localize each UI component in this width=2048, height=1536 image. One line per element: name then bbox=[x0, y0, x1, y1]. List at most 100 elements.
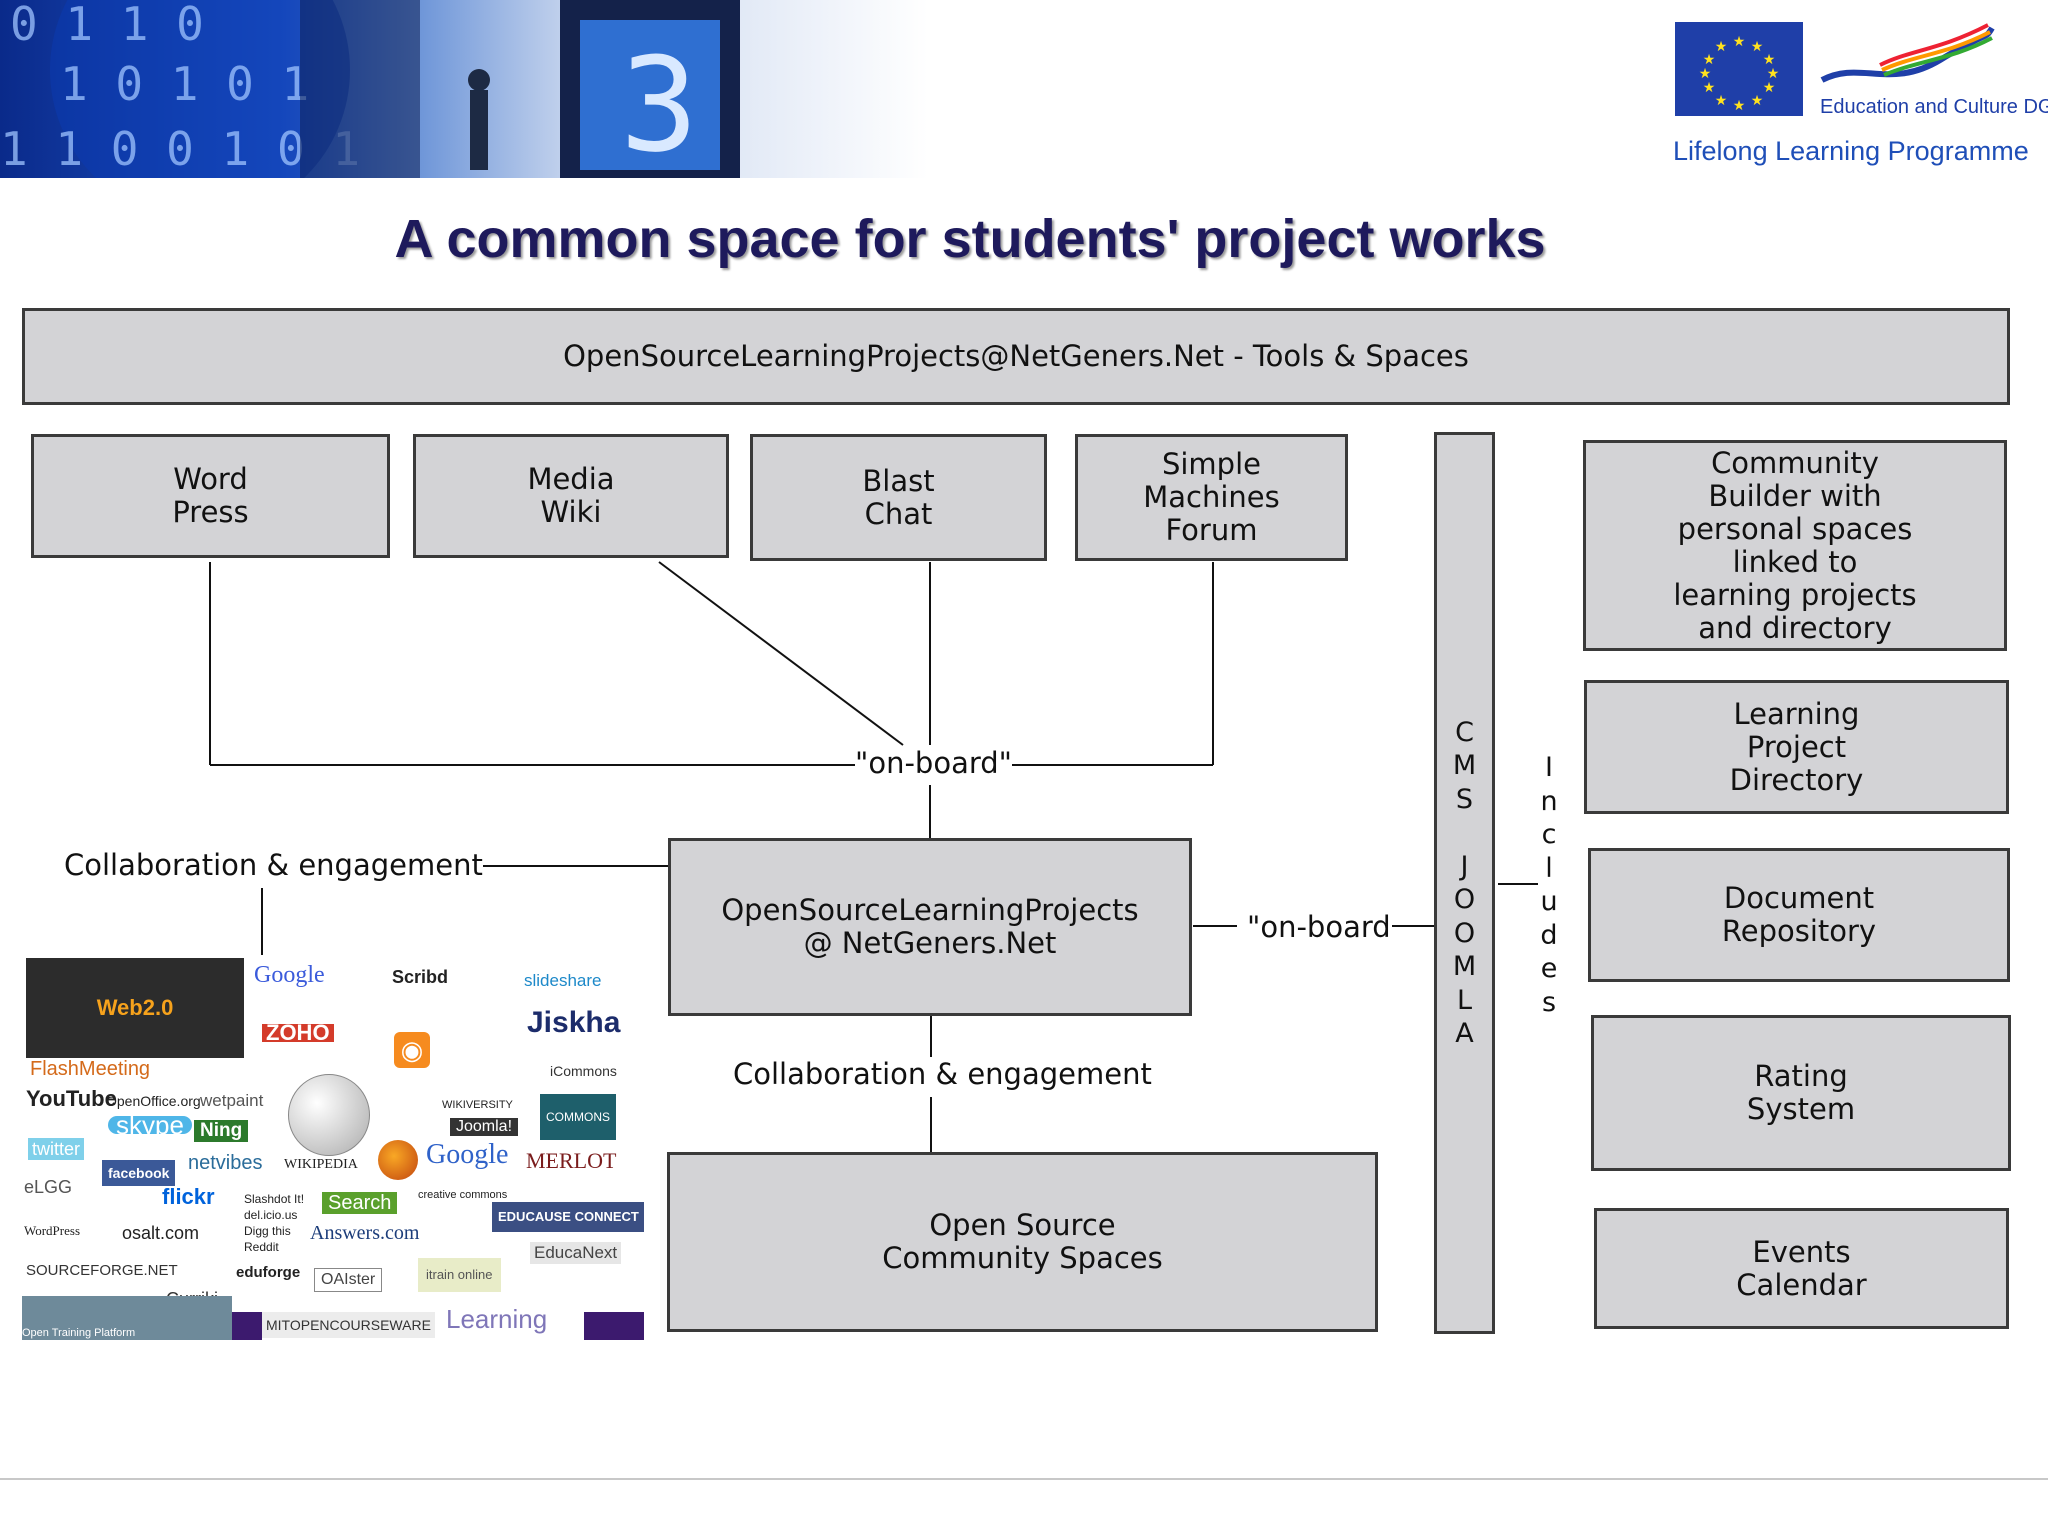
document-repository-label: Document Repository bbox=[1721, 881, 1877, 948]
open-training-platform-logo: Open Training Platform bbox=[22, 1296, 232, 1340]
events-calendar-label: Events Calendar bbox=[1736, 1234, 1867, 1302]
learning-project-directory-box: Learning Project Directory bbox=[1584, 680, 2009, 814]
rating-system-label: Rating System bbox=[1746, 1059, 1856, 1126]
footer-divider bbox=[0, 1478, 2048, 1480]
svg-text:0 1 1 0: 0 1 1 0 bbox=[10, 0, 204, 51]
wordpress-logo: WordPress bbox=[24, 1223, 81, 1238]
blastchat-label: Blast Chat bbox=[862, 463, 935, 531]
slashdot-logo: Slashdot It! bbox=[244, 1192, 305, 1206]
twitter-logo: twitter bbox=[28, 1138, 85, 1160]
eu-flag-logo: ★★★ ★★★ ★★★ ★★★ bbox=[1675, 22, 1803, 116]
blastchat-box: Blast Chat bbox=[750, 434, 1047, 561]
svg-text:★: ★ bbox=[1715, 39, 1728, 55]
itrain-logo: itrain online bbox=[418, 1258, 501, 1292]
educause-logo: EDUCAUSE CONNECT bbox=[492, 1202, 644, 1232]
svg-text:★: ★ bbox=[1751, 93, 1764, 109]
creative-commons-logo: creative commons bbox=[418, 1189, 508, 1201]
answers-logo: Answers.com bbox=[310, 1222, 420, 1244]
svg-text:★: ★ bbox=[1715, 93, 1728, 109]
youtube-logo: YouTube bbox=[26, 1086, 117, 1111]
purple-strip-right bbox=[584, 1312, 644, 1340]
rss-icon: ◉ bbox=[394, 1032, 430, 1068]
digg-logo: Digg this bbox=[244, 1224, 291, 1238]
slideshare-logo: slideshare bbox=[524, 971, 602, 990]
onboard-label: "on-board" bbox=[855, 746, 1013, 780]
tools-spaces-label: OpenSourceLearningProjects@NetGeners.Net… bbox=[563, 339, 1469, 373]
cms-joomla-label: C M S J O O M L A bbox=[1452, 716, 1477, 1050]
learning-project-directory-label: Learning Project Directory bbox=[1729, 696, 1864, 797]
events-calendar-box: Events Calendar bbox=[1594, 1208, 2009, 1329]
flickr-logo: flickr bbox=[162, 1184, 215, 1209]
wikipedia-globe-icon bbox=[288, 1074, 370, 1156]
wikiversity-logo: WIKIVERSITY bbox=[442, 1099, 513, 1111]
cc-search-logo: Search bbox=[322, 1192, 398, 1214]
netvibes-logo: netvibes bbox=[188, 1152, 263, 1174]
community-spaces-label: Open Source Community Spaces bbox=[882, 1208, 1163, 1275]
educanext-logo: EducaNext bbox=[530, 1242, 622, 1264]
ocw-commons-logo: COMMONS bbox=[540, 1094, 616, 1140]
rating-system-box: Rating System bbox=[1591, 1015, 2011, 1171]
joomla-logo: Joomla! bbox=[450, 1118, 519, 1136]
google-logo-2: Google bbox=[426, 1139, 509, 1170]
web20-text: Web2.0 bbox=[96, 995, 174, 1020]
wikipedia-logo: WIKIPEDIA bbox=[284, 1157, 358, 1172]
icommons-logo: iCommons bbox=[550, 1063, 617, 1079]
oaister-logo: OAIster bbox=[314, 1268, 383, 1292]
document-repository-box: Document Repository bbox=[1588, 848, 2010, 982]
svg-text:3: 3 bbox=[620, 29, 698, 178]
ning-logo: Ning bbox=[194, 1120, 249, 1142]
osalt-logo: osalt.com bbox=[122, 1223, 200, 1243]
onboard-right-label: "on-board bbox=[1247, 910, 1391, 944]
programme-label: Lifelong Learning Programme bbox=[1673, 136, 2029, 166]
svg-text:★: ★ bbox=[1733, 34, 1746, 50]
header-banner-image: 0 1 1 0 1 0 1 0 1 1 1 0 0 1 0 1 3 bbox=[0, 0, 928, 178]
dg-swoosh-logo bbox=[1820, 20, 1995, 100]
wordpress-box: Word Press bbox=[31, 434, 390, 558]
netgeners-center-label: OpenSourceLearningProjects @ NetGeners.N… bbox=[721, 893, 1139, 960]
mediawiki-label: Media Wiki bbox=[527, 462, 615, 529]
tools-spaces-bar: OpenSourceLearningProjects@NetGeners.Net… bbox=[22, 308, 2010, 405]
banner-artwork: 0 1 1 0 1 0 1 0 1 1 1 0 0 1 0 1 3 bbox=[0, 0, 740, 178]
reddit-logo: Reddit bbox=[244, 1240, 279, 1254]
jiskha-logo: Jiskha bbox=[527, 1006, 621, 1039]
flashmeeting-logo: FlashMeeting bbox=[30, 1058, 151, 1080]
wordpress-label: Word Press bbox=[172, 462, 249, 529]
svg-text:★: ★ bbox=[1733, 98, 1746, 114]
svg-text:★: ★ bbox=[1767, 66, 1780, 82]
includes-label: I n c l u d e s bbox=[1540, 752, 1558, 1018]
learning-logo: Learning bbox=[446, 1304, 548, 1334]
svg-text:★: ★ bbox=[1703, 80, 1716, 96]
page-title: A common space for students' project wor… bbox=[394, 209, 1546, 269]
sourceforge-logo: SOURCEFORGE.NET bbox=[26, 1262, 178, 1279]
community-builder-label: Community Builder with personal spaces l… bbox=[1673, 445, 1917, 645]
elgg-logo: eLGG bbox=[24, 1177, 73, 1197]
netgeners-center-box: OpenSourceLearningProjects @ NetGeners.N… bbox=[668, 838, 1192, 1016]
mit-ocw-logo: MITOPENCOURSEWARE bbox=[262, 1312, 435, 1338]
zoho-logo: ZOHO bbox=[262, 1022, 334, 1044]
skype-logo: skype bbox=[108, 1112, 192, 1138]
google-logo: Google bbox=[254, 962, 325, 988]
facebook-logo: facebook bbox=[102, 1160, 176, 1186]
openoffice-logo: OpenOffice.org bbox=[106, 1093, 201, 1109]
cms-joomla-bar: C M S J O O M L A bbox=[1434, 432, 1495, 1334]
firefox-icon bbox=[378, 1140, 418, 1180]
web20-tag-cloud: Web2.0 bbox=[26, 958, 244, 1058]
svg-text:★: ★ bbox=[1751, 39, 1764, 55]
scribd-logo: Scribd bbox=[392, 967, 449, 987]
svg-text:★: ★ bbox=[1763, 52, 1776, 68]
svg-text:1 0 1 0 1: 1 0 1 0 1 bbox=[60, 57, 309, 111]
mediawiki-box: Media Wiki bbox=[413, 434, 729, 558]
svg-text:★: ★ bbox=[1763, 80, 1776, 96]
web-tools-logo-collage: Web2.0 Google Scribd slideshare Jiskha Z… bbox=[22, 956, 644, 1340]
smf-forum-box: Simple Machines Forum bbox=[1075, 434, 1348, 561]
svg-text:★: ★ bbox=[1703, 52, 1716, 68]
collab-center-label: Collaboration & engagement bbox=[733, 1057, 1152, 1091]
purple-strip bbox=[232, 1312, 262, 1340]
merlot-logo: MERLOT bbox=[526, 1148, 617, 1173]
community-spaces-box: Open Source Community Spaces bbox=[667, 1152, 1378, 1332]
collab-left-label: Collaboration & engagement bbox=[64, 848, 483, 882]
smf-forum-label: Simple Machines Forum bbox=[1143, 447, 1280, 547]
eu-caption: Education and Culture DG bbox=[1820, 96, 2048, 118]
svg-text:★: ★ bbox=[1699, 66, 1712, 82]
